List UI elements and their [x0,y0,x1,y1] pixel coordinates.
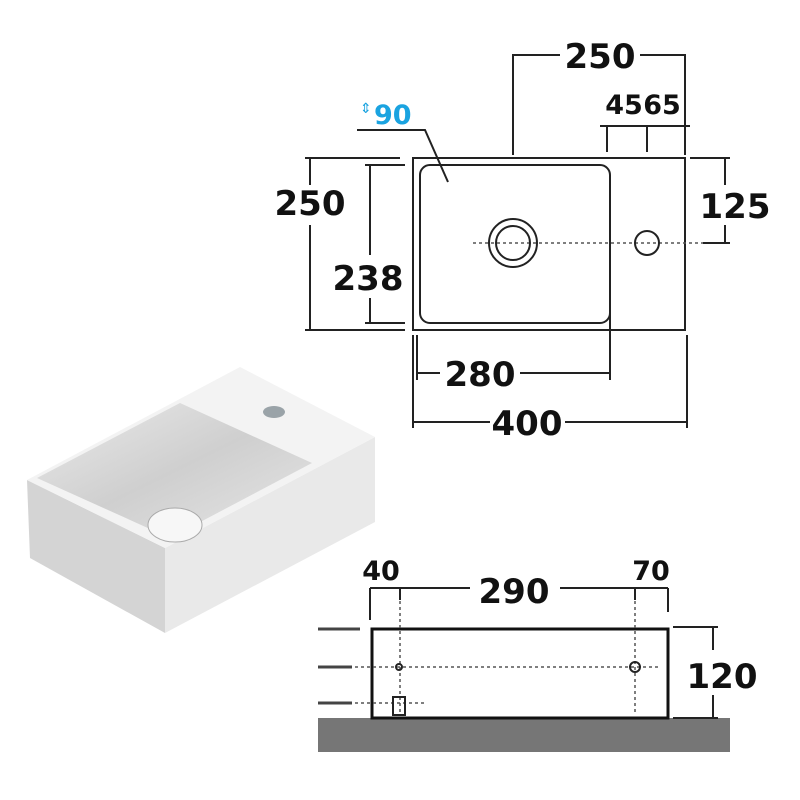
sink-side-outline [370,627,670,720]
top-view: 250 45 65 ⇕ 90 250 238 125 280 400 [275,37,771,444]
dim-height: 120 [687,657,758,697]
tap-hole-icon [634,230,660,256]
dim-bowl-width: 280 [445,355,516,395]
dim-tap-offset: 250 [565,37,636,77]
dim-bowl-depth-238: 238 [333,259,404,299]
dim-45: 45 [605,90,643,121]
dim-tap-depth: 125 [700,187,771,227]
ground [318,718,730,752]
dim-290: 290 [479,572,550,612]
bowl-outline [419,164,611,324]
drain-icon [488,218,538,268]
sink-outline [412,157,686,331]
dim-65: 65 [643,90,681,121]
dim-depth: 250 [275,184,346,224]
depth-arrow-icon: ⇕ [360,101,372,117]
dim-40: 40 [362,556,400,587]
side-view: 40 290 70 120 [318,556,757,752]
dim-bowl-depth: 90 [374,100,412,131]
dim-width: 400 [492,404,563,444]
dim-70: 70 [632,556,670,587]
sink-3d-render [27,367,375,633]
